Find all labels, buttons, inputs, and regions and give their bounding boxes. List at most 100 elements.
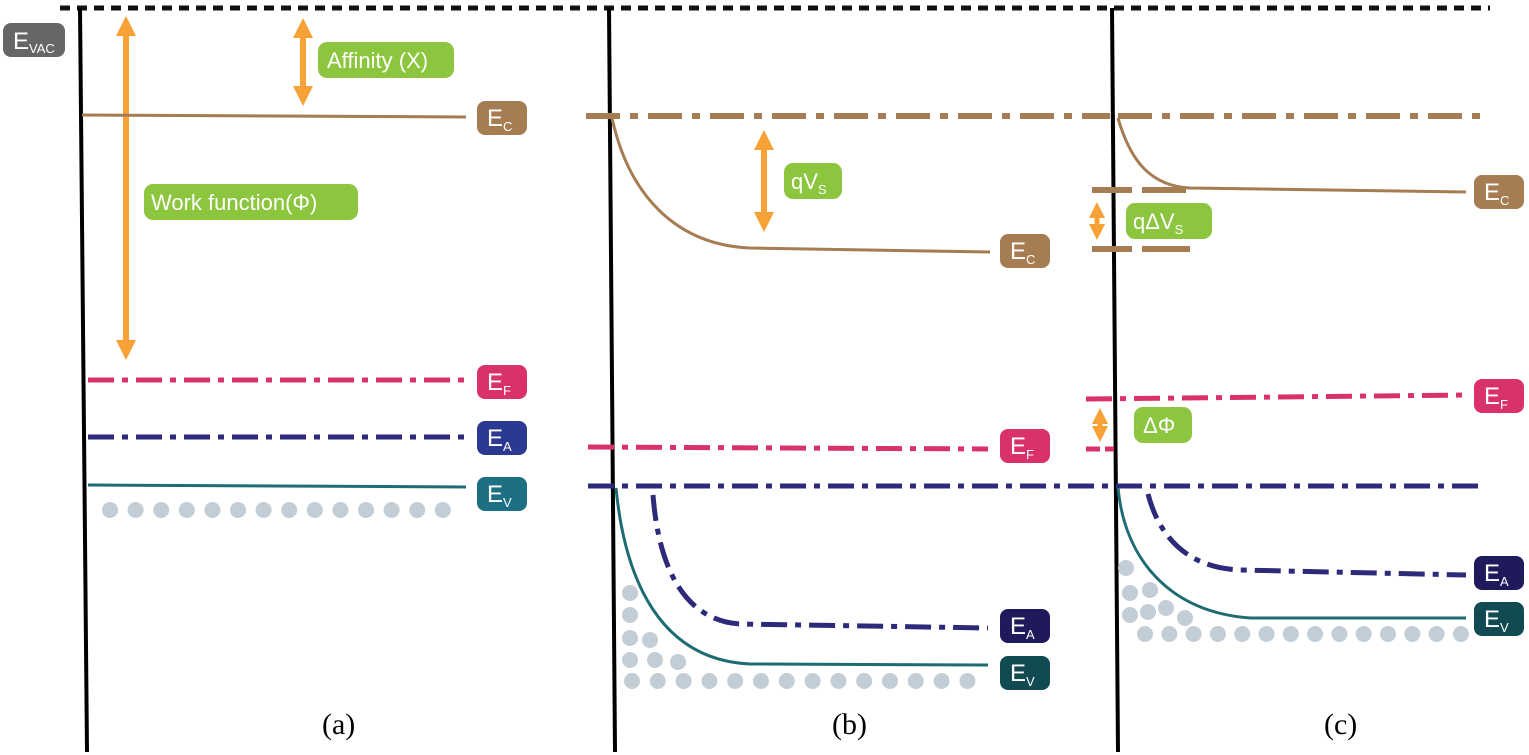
hole-dot <box>642 632 658 648</box>
hole-dot <box>1258 626 1275 642</box>
panel-c-ea-label: EA <box>1474 556 1524 590</box>
panel-b-ef-line <box>587 444 989 452</box>
hole-dot <box>1307 626 1324 642</box>
panel-a-ev-line <box>87 483 467 489</box>
hole-dot <box>622 607 638 623</box>
hole-dot <box>622 652 638 668</box>
panel-b-hole-dots <box>622 585 976 689</box>
evac-label: EVAC <box>3 23 65 57</box>
hole-dot <box>1331 626 1348 642</box>
hole-dot <box>1404 626 1421 642</box>
dphi-label: ΔΦ <box>1134 407 1192 443</box>
hole-dot <box>102 502 118 518</box>
hole-dot <box>647 652 663 668</box>
hole-dot <box>670 654 686 670</box>
panel-a-label: (a) <box>322 708 355 741</box>
panel-b-ef-label: EF <box>1000 429 1050 463</box>
hole-dot <box>281 502 298 518</box>
hole-dot <box>1234 626 1251 642</box>
panel-c-ev-label: EV <box>1474 602 1524 636</box>
svg-text:EC: EC <box>1484 179 1509 208</box>
hole-dot <box>1122 607 1138 623</box>
hole-dot <box>856 673 873 689</box>
hole-dot <box>332 502 349 518</box>
svg-text:qΔVS: qΔVS <box>1133 209 1184 237</box>
panel-c-ef-label: EF <box>1474 379 1524 413</box>
hole-dot <box>1140 604 1156 620</box>
panel-a-ef-label: EF <box>477 365 527 399</box>
panel-b-ev-label: EV <box>1000 656 1050 690</box>
qvs-arrow <box>754 130 774 232</box>
work-function-label: Work function(Φ) <box>144 184 358 220</box>
panel-b-ea-curve <box>650 494 989 631</box>
qdvs-arrow <box>1089 202 1105 240</box>
panel-c-ec-label: EC <box>1474 175 1524 209</box>
affinity-label: Affinity (X) <box>318 42 454 78</box>
hole-dot <box>830 673 847 689</box>
svg-text:EF: EF <box>1484 383 1508 412</box>
svg-text:EV: EV <box>1484 606 1509 635</box>
hole-dot <box>649 673 666 689</box>
hole-dot <box>1428 626 1445 642</box>
panel-c-ef-line <box>1085 392 1467 402</box>
svg-text:Affinity (X): Affinity (X) <box>327 48 428 73</box>
dphi-arrow <box>1092 408 1108 442</box>
hole-dot <box>804 673 821 689</box>
hole-dot <box>434 502 451 518</box>
panel-b-ec-label: EC <box>1000 234 1050 268</box>
hole-dot <box>778 673 795 689</box>
hole-dot <box>127 502 144 518</box>
svg-text:EC: EC <box>487 105 512 134</box>
hole-dot <box>959 673 976 689</box>
hole-dot <box>255 502 272 518</box>
hole-dot <box>933 673 950 689</box>
panel-a-ec-label: EC <box>477 101 527 135</box>
panel-b-ea-label: EA <box>1000 609 1050 643</box>
svg-text:EF: EF <box>487 369 511 398</box>
hole-dot <box>1209 626 1226 642</box>
qvs-label: qVS <box>784 163 842 199</box>
affinity-arrow <box>293 18 313 106</box>
hole-dot <box>624 673 640 689</box>
hole-dot <box>1282 626 1299 642</box>
work-function-arrow <box>116 16 136 360</box>
panel-c-ev-curve <box>1116 487 1466 620</box>
hole-dot <box>178 502 195 518</box>
svg-text:EV: EV <box>487 481 512 510</box>
svg-text:EF: EF <box>1010 433 1034 462</box>
svg-text:EC: EC <box>1010 238 1035 267</box>
hole-dot <box>153 502 170 518</box>
hole-dot <box>1118 560 1134 576</box>
hole-dot <box>622 630 638 646</box>
hole-dot <box>1380 626 1396 642</box>
hole-dot <box>306 502 323 518</box>
svg-text:EA: EA <box>1010 613 1035 642</box>
panel-a-hole-dots <box>102 502 451 518</box>
hole-dot <box>701 673 718 689</box>
panel-b-ec-curve <box>610 117 991 254</box>
hole-dot <box>1185 626 1202 642</box>
panel-b-label: (b) <box>832 708 867 741</box>
hole-dot <box>1158 600 1174 616</box>
hole-dot <box>1177 610 1193 626</box>
hole-dot <box>753 673 769 689</box>
svg-text:EV: EV <box>1010 660 1035 689</box>
panel-b-ev-curve <box>614 487 989 667</box>
panel-a-ea-label: EA <box>477 421 527 455</box>
hole-dot <box>882 673 898 689</box>
hole-dot <box>230 502 246 518</box>
hole-dot <box>204 502 221 518</box>
svg-text:EA: EA <box>487 425 512 454</box>
panel-c-label: (c) <box>1324 708 1357 741</box>
hole-dot <box>1137 626 1153 642</box>
panel-a-ec-line <box>81 113 467 119</box>
hole-dot <box>409 502 426 518</box>
svg-text:Work function(Φ): Work function(Φ) <box>151 190 317 215</box>
panel-a-ev-label: EV <box>477 477 527 511</box>
hole-dot <box>358 502 374 518</box>
hole-dot <box>1161 626 1178 642</box>
hole-dot <box>1122 585 1138 601</box>
svg-text:EVAC: EVAC <box>13 28 55 56</box>
qdvs-label: qΔVS <box>1126 203 1212 239</box>
